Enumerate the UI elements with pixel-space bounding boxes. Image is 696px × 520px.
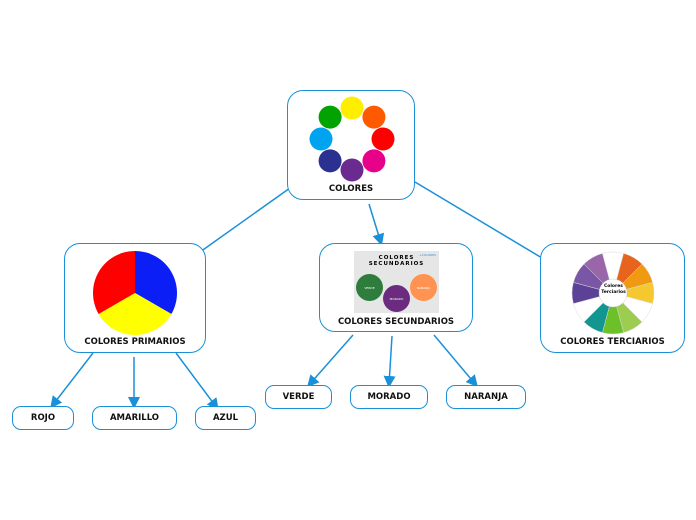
pie-slice-blue [135,251,177,314]
node-colores-terciarios[interactable]: Colores Terciarios COLORES TERCIARIOS [540,243,685,353]
tertiary-wheel-image [571,251,655,335]
node-label: NARANJA [464,392,508,402]
color-dot [318,149,342,173]
color-dot [318,105,342,129]
connector-naranja [433,334,478,388]
node-colores-primarios[interactable]: COLORES PRIMARIOS [64,243,206,353]
node-label: AMARILLO [109,413,160,423]
pie-slice-yellow [98,293,172,335]
node-colores-secundarios[interactable]: +COLORES COLORES SECUNDARIOS VERDE MORAD… [319,243,473,332]
node-rojo[interactable]: ROJO [12,406,74,430]
verde-circle: VERDE [356,274,383,301]
connector-rojo [50,352,94,409]
node-label: ROJO [30,413,56,423]
color-dot [309,127,333,151]
color-dot [340,158,364,182]
node-verde[interactable]: VERDE [265,385,332,409]
morado-circle: MORADO [383,285,410,312]
brand-text: +COLORES [419,253,436,257]
node-naranja[interactable]: NARANJA [446,385,526,409]
pie-slice-red [93,251,135,314]
connector-azul [175,352,219,411]
color-dot [362,149,386,173]
wheel-center-text: Terciarios [601,290,626,295]
connector-root-terciarios [414,181,543,259]
node-label: AZUL [212,413,239,423]
node-label: VERDE [282,392,315,402]
node-label: COLORES SECUNDARIOS [337,317,455,327]
image-title: COLORES [378,255,415,261]
connector-verde [307,334,354,388]
connector-root-primarios [199,187,291,253]
image-title: SECUNDARIOS [368,261,425,267]
node-azul[interactable]: AZUL [195,406,256,430]
connector-root-secundarios [368,203,385,246]
naranja-circle: NARANJA [410,274,437,301]
wheel-center-text: Colores [604,284,623,289]
node-amarillo[interactable]: AMARILLO [92,406,177,430]
node-label: MORADO [367,392,411,402]
color-dots-image [309,96,395,182]
node-label: COLORES TERCIARIOS [560,337,665,347]
node-label: COLORES [328,184,374,194]
color-dot [371,127,395,151]
connector-morado [383,335,396,388]
color-dot [362,105,386,129]
secondary-colors-image: +COLORES COLORES SECUNDARIOS VERDE MORAD… [354,251,439,313]
wheel-center [598,278,628,308]
primary-pie-image [93,251,177,335]
node-colores[interactable]: COLORES [287,90,415,200]
node-morado[interactable]: MORADO [350,385,428,409]
node-label: COLORES PRIMARIOS [84,337,186,347]
color-dot [340,96,364,120]
